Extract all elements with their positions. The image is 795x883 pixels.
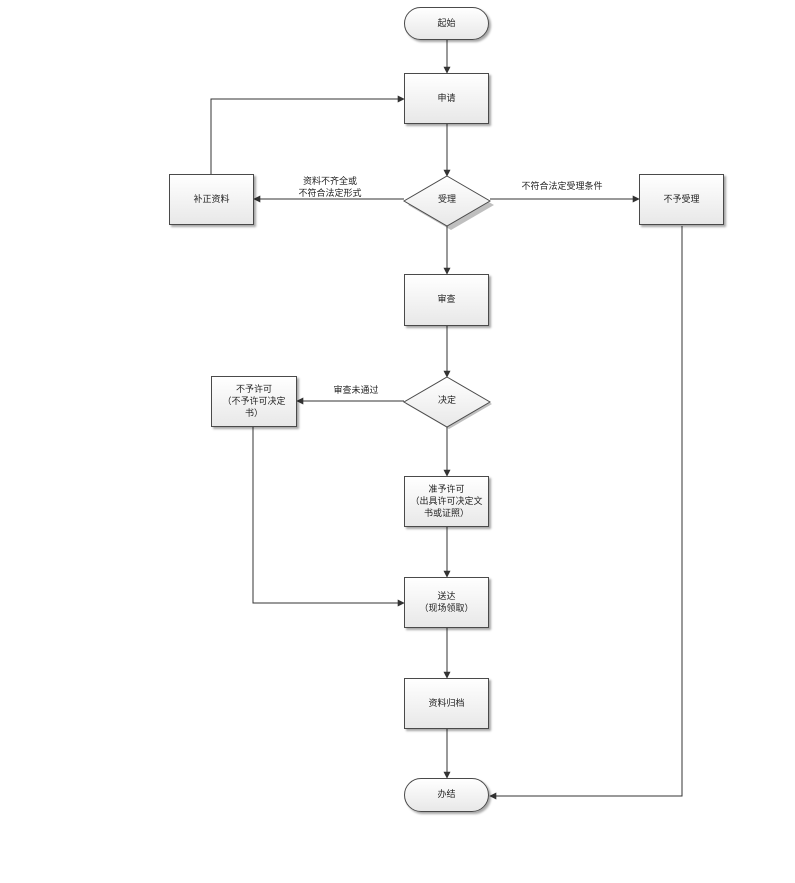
node-end: 办结 <box>404 778 489 812</box>
label-not-qualified: 不符合法定受理条件 <box>521 182 603 192</box>
node-approve: 准予许可 （出具许可决定文 书或证照） <box>404 476 489 527</box>
node-review: 审查 <box>404 274 489 326</box>
node-archive: 资料归档 <box>404 678 489 729</box>
edge-deny-deliver <box>252 427 405 607</box>
node-supplement: 补正资料 <box>169 174 254 225</box>
node-start: 起始 <box>404 7 489 40</box>
label-review-failed: 审查未通过 <box>333 386 379 396</box>
edge-supplement-apply <box>210 95 405 174</box>
node-accept: 受理 <box>437 195 456 205</box>
node-reject-accept: 不予受理 <box>639 174 724 225</box>
label-incomplete: 资料不齐全或 不符合法定形式 <box>298 177 362 199</box>
node-apply: 申请 <box>404 73 489 124</box>
node-decide: 决定 <box>437 396 456 406</box>
node-deliver: 送达 （现场领取） <box>404 577 489 628</box>
edge-reject-end <box>489 226 683 800</box>
node-deny: 不予许可 （不予许可决定 书） <box>211 376 297 427</box>
